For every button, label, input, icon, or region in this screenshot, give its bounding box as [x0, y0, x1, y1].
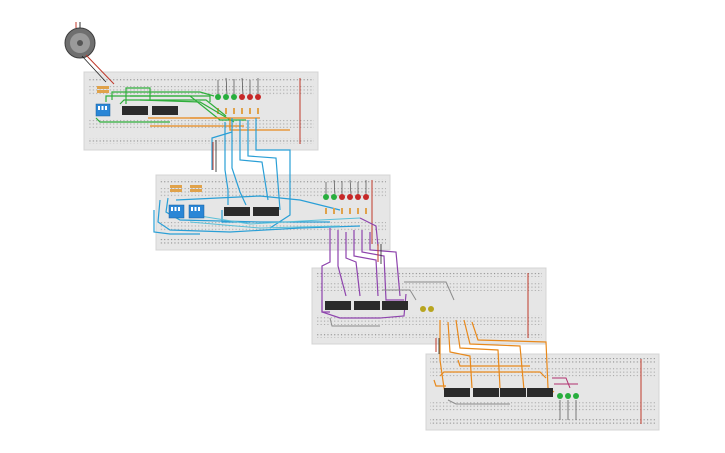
wires-orange-1: [148, 117, 290, 131]
resistor-bank-2[interactable]: [170, 185, 202, 192]
wires-purple-2-3: [321, 217, 407, 319]
dip-switch-2a[interactable]: [168, 204, 185, 219]
ground-bridges: [215, 140, 440, 354]
led-row-3[interactable]: [420, 306, 434, 312]
ic-chip-4b[interactable]: [473, 388, 499, 397]
led-leads-1: [217, 77, 259, 95]
wires-gray-3: [329, 281, 455, 327]
ic-chip-4c[interactable]: [500, 388, 526, 397]
ic-chip-2a[interactable]: [224, 207, 250, 216]
dip-switch-1[interactable]: [95, 103, 111, 117]
resistor-bank-1[interactable]: [97, 86, 109, 93]
led-leads-4: [559, 400, 577, 420]
buzzer-wire-black: [81, 55, 107, 83]
breadboard-1[interactable]: [83, 71, 319, 151]
ic-chip-4d[interactable]: [527, 388, 553, 397]
led-leads-2: [325, 179, 367, 195]
ic-chip-3a[interactable]: [325, 301, 351, 310]
led-row-4[interactable]: [557, 393, 579, 399]
ic-chip-1a[interactable]: [122, 106, 148, 115]
led-row-1[interactable]: [215, 94, 261, 100]
wires-gray-4: [447, 399, 510, 405]
ic-chip-3b[interactable]: [354, 301, 380, 310]
wires-green-1: [95, 87, 246, 123]
ic-chip-4a[interactable]: [444, 388, 470, 397]
buzzer-icon[interactable]: [64, 22, 96, 59]
dip-switch-2b[interactable]: [188, 204, 205, 219]
buzzer-wire-red: [85, 54, 115, 85]
ic-chip-1b[interactable]: [152, 106, 178, 115]
wires-teal-2: [189, 215, 361, 229]
power-bridges: [212, 142, 437, 352]
wires-magenta-4: [552, 377, 578, 389]
led-resistors-2: [325, 208, 367, 214]
led-row-2[interactable]: [323, 194, 369, 200]
ic-chip-2b[interactable]: [253, 207, 279, 216]
ic-chip-3c[interactable]: [382, 301, 408, 310]
